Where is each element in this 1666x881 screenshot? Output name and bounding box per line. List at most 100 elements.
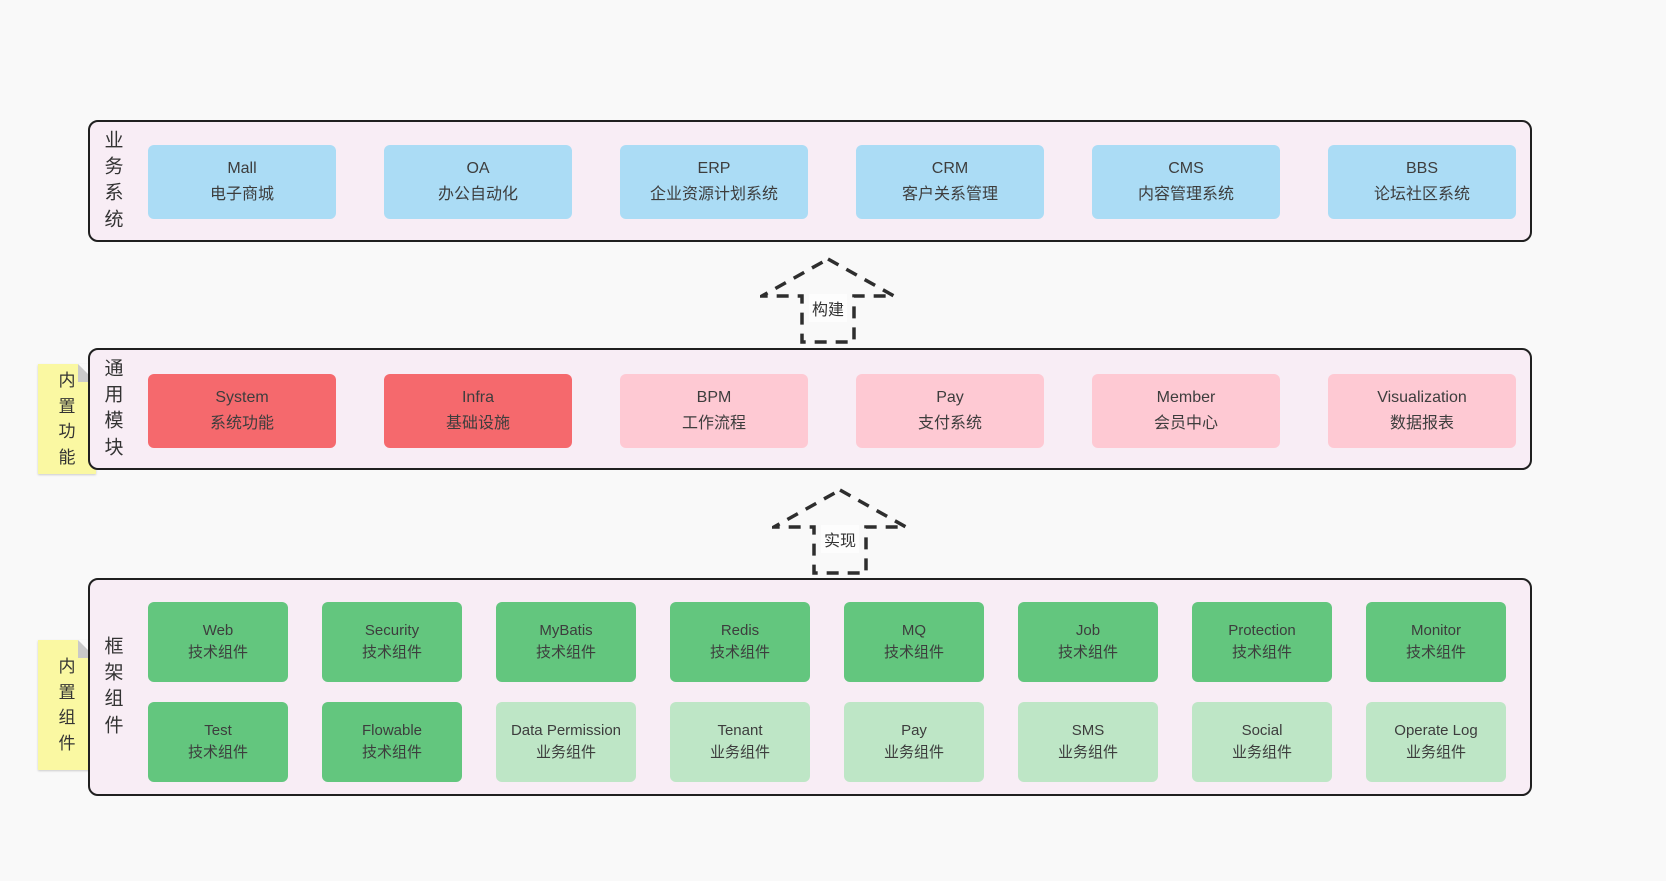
box-subtitle: 技术组件 (883, 644, 944, 661)
box-web: Web 技术组件 (148, 602, 288, 682)
panel-business-label: 业务系统 (104, 130, 124, 231)
sticky-components-label: 内置组件 (58, 657, 76, 753)
box-mybatis: MyBatis 技术组件 (496, 602, 636, 682)
box-job: Job 技术组件 (1018, 602, 1158, 682)
box-subtitle: 业务组件 (535, 744, 596, 761)
box-subtitle: 基础设施 (445, 415, 510, 432)
box-data-permission: Data Permission 业务组件 (496, 702, 636, 782)
box-social: Social 业务组件 (1192, 702, 1332, 782)
box-subtitle: 业务组件 (1231, 744, 1292, 761)
box-mq: MQ 技术组件 (844, 602, 984, 682)
box-sms: SMS 业务组件 (1018, 702, 1158, 782)
arrow-implement: 实现 (772, 487, 908, 575)
box-subtitle: 业务组件 (1405, 744, 1466, 761)
box-title: MQ (901, 621, 927, 639)
box-title: CRM (931, 159, 969, 177)
box-title: Flowable (361, 721, 423, 739)
box-title: Social (1241, 721, 1283, 739)
box-test: Test 技术组件 (148, 702, 288, 782)
box-title: Pay (936, 388, 964, 406)
box-member: Member 会员中心 (1092, 374, 1280, 448)
box-title: OA (466, 159, 490, 177)
box-subtitle: 业务组件 (709, 744, 770, 761)
panel-components-label: 框架组件 (104, 636, 124, 737)
arrow-build-label: 构建 (808, 294, 848, 322)
box-cms: CMS 内容管理系统 (1092, 145, 1280, 219)
box-subtitle: 技术组件 (709, 644, 770, 661)
box-bbs: BBS 论坛社区系统 (1328, 145, 1516, 219)
box-title: SMS (1071, 721, 1105, 739)
box-subtitle: 技术组件 (187, 644, 248, 661)
box-system: System 系统功能 (148, 374, 336, 448)
box-title: Security (364, 621, 420, 639)
box-monitor: Monitor 技术组件 (1366, 602, 1506, 682)
box-subtitle: 会员中心 (1153, 415, 1218, 432)
box-subtitle: 论坛社区系统 (1373, 186, 1470, 203)
panel-business-systems: 业务系统 Mall 电子商城 OA 办公自动化 ERP 企业资源计划系统 CRM… (88, 120, 1532, 242)
box-subtitle: 支付系统 (917, 415, 982, 432)
box-row: Mall 电子商城 OA 办公自动化 ERP 企业资源计划系统 CRM 客户关系… (148, 145, 1516, 219)
sticky-built-in-features: 内置功能 (38, 364, 96, 474)
box-title: Monitor (1410, 621, 1462, 639)
panel-common-modules: 通用模块 System 系统功能 Infra 基础设施 BPM 工作流程 Pay… (88, 348, 1532, 470)
box-title: Visualization (1377, 388, 1467, 406)
box-title: ERP (697, 159, 731, 177)
box-subtitle: 业务组件 (1057, 744, 1118, 761)
box-protection: Protection 技术组件 (1192, 602, 1332, 682)
box-title: BPM (696, 388, 732, 406)
box-subtitle: 技术组件 (361, 644, 422, 661)
box-row: Web 技术组件 Security 技术组件 MyBatis 技术组件 Redi… (148, 602, 1506, 682)
box-subtitle: 办公自动化 (437, 186, 518, 203)
box-title: Member (1156, 388, 1216, 406)
box-subtitle: 工作流程 (681, 415, 746, 432)
box-operate-log: Operate Log 业务组件 (1366, 702, 1506, 782)
box-subtitle: 内容管理系统 (1137, 186, 1234, 203)
box-pay-biz: Pay 业务组件 (844, 702, 984, 782)
box-subtitle: 客户关系管理 (901, 186, 998, 203)
box-title: Data Permission (510, 721, 622, 739)
box-title: Test (204, 721, 232, 739)
box-flowable: Flowable 技术组件 (322, 702, 462, 782)
box-subtitle: 技术组件 (535, 644, 596, 661)
box-crm: CRM 客户关系管理 (856, 145, 1044, 219)
box-tenant: Tenant 业务组件 (670, 702, 810, 782)
box-title: Redis (720, 621, 760, 639)
panel-framework-components: 框架组件 Web 技术组件 Security 技术组件 MyBatis 技术组件… (88, 578, 1532, 796)
box-subtitle: 业务组件 (883, 744, 944, 761)
box-title: Mall (227, 159, 257, 177)
box-redis: Redis 技术组件 (670, 602, 810, 682)
box-erp: ERP 企业资源计划系统 (620, 145, 808, 219)
box-title: System (215, 388, 269, 406)
panel-modules-label: 通用模块 (104, 358, 124, 459)
box-subtitle: 系统功能 (209, 415, 274, 432)
box-title: MyBatis (539, 621, 593, 639)
box-security: Security 技术组件 (322, 602, 462, 682)
box-subtitle: 技术组件 (1057, 644, 1118, 661)
box-mall: Mall 电子商城 (148, 145, 336, 219)
box-oa: OA 办公自动化 (384, 145, 572, 219)
box-subtitle: 企业资源计划系统 (649, 186, 778, 203)
box-subtitle: 技术组件 (1405, 644, 1466, 661)
box-visualization: Visualization 数据报表 (1328, 374, 1516, 448)
box-title: Tenant (717, 721, 763, 739)
arrow-implement-label: 实现 (820, 525, 860, 553)
box-title: BBS (1405, 159, 1438, 177)
box-title: Protection (1228, 621, 1296, 639)
sticky-features-label: 内置功能 (58, 371, 76, 467)
box-subtitle: 数据报表 (1389, 415, 1454, 432)
box-title: Pay (901, 721, 927, 739)
box-title: Web (202, 621, 234, 639)
box-pay: Pay 支付系统 (856, 374, 1044, 448)
box-subtitle: 电子商城 (209, 186, 274, 203)
box-infra: Infra 基础设施 (384, 374, 572, 448)
box-row: Test 技术组件 Flowable 技术组件 Data Permission … (148, 702, 1506, 782)
box-bpm: BPM 工作流程 (620, 374, 808, 448)
box-title: Operate Log (1394, 721, 1478, 739)
box-subtitle: 技术组件 (1231, 644, 1292, 661)
box-title: Infra (461, 388, 494, 406)
box-subtitle: 技术组件 (187, 744, 248, 761)
arrow-build: 构建 (760, 256, 896, 344)
box-subtitle: 技术组件 (361, 744, 422, 761)
box-row: System 系统功能 Infra 基础设施 BPM 工作流程 Pay 支付系统… (148, 374, 1516, 448)
